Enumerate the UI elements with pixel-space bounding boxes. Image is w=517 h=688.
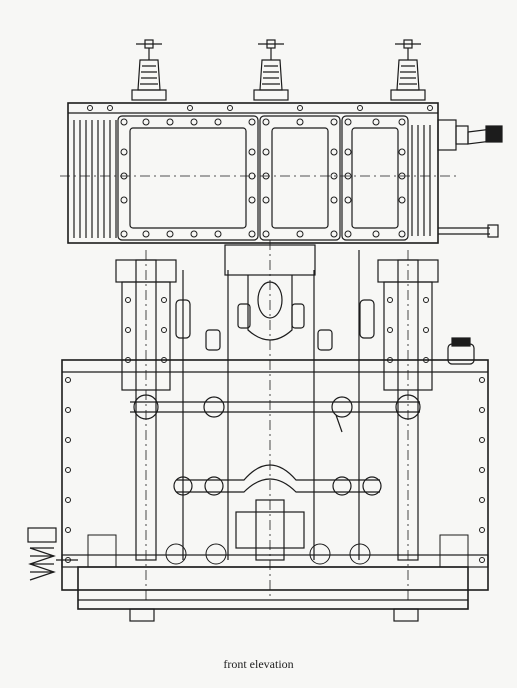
cylinder-cover-left <box>117 115 259 241</box>
cooling-fins-left <box>73 120 117 238</box>
valve-right <box>390 39 426 101</box>
engine-frame <box>61 337 489 591</box>
valve-left <box>131 39 167 101</box>
top-valve-assemblies <box>131 39 426 101</box>
cylinder-block <box>60 102 460 244</box>
cylinder-cover-middle <box>259 115 341 241</box>
crankshaft <box>173 464 382 561</box>
valve-middle <box>253 39 289 101</box>
cooling-fins-right <box>411 125 431 236</box>
eccentric-shaft <box>130 394 421 433</box>
engine-columns <box>115 250 439 600</box>
cylinder-cover-right <box>341 115 409 241</box>
spring-assembly <box>27 527 78 581</box>
bedplate <box>61 534 489 622</box>
cover-bolts <box>120 118 406 238</box>
valve-gear <box>175 240 375 600</box>
right-side-fittings <box>437 119 503 238</box>
drawing-caption: front elevation <box>223 657 294 671</box>
